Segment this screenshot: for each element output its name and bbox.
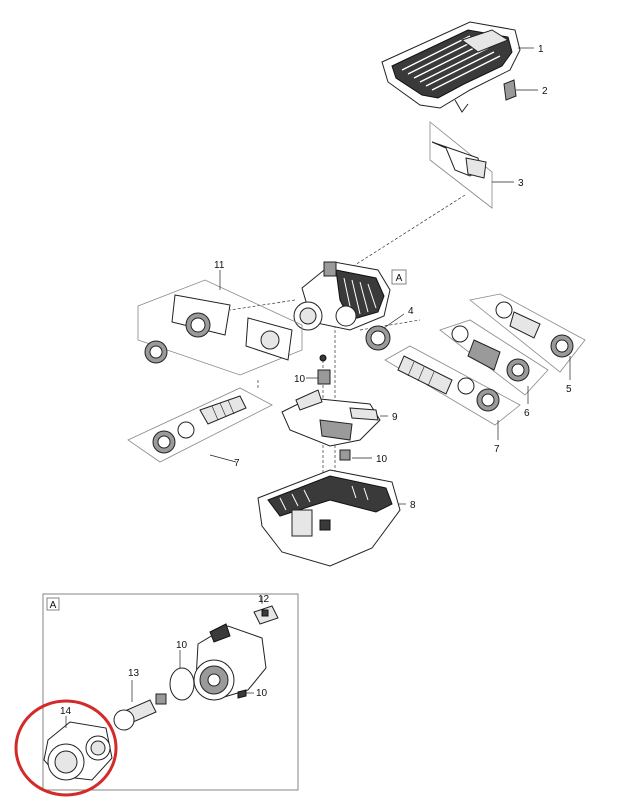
callout-12: 12 xyxy=(258,594,270,605)
detail-marker-label: A xyxy=(396,273,403,284)
part-7-hose-set-left xyxy=(127,387,273,463)
part-3-bracket xyxy=(429,121,493,209)
callout-3: 3 xyxy=(518,178,524,189)
pump-main-unit xyxy=(293,261,391,331)
callout-10-lower: 10 xyxy=(376,454,388,465)
callout-13: 13 xyxy=(128,668,140,679)
callout-10-detail-screw: 10 xyxy=(256,688,268,699)
callout-4: 4 xyxy=(408,306,414,317)
leader-lines xyxy=(209,47,571,505)
callout-10-detail-ring: 10 xyxy=(176,640,188,651)
callout-11: 11 xyxy=(214,260,225,271)
highlight-circle xyxy=(14,699,118,797)
callout-1: 1 xyxy=(538,44,544,55)
callout-7-right: 7 xyxy=(494,444,500,455)
callout-9: 9 xyxy=(392,412,398,423)
detail-view-a: A xyxy=(42,593,299,791)
callout-8: 8 xyxy=(410,500,416,511)
part-4-union-nut xyxy=(365,325,391,351)
detail-callout-numbers: 12 13 10 10 14 xyxy=(60,594,270,717)
part-7-hose-set-right xyxy=(384,345,521,426)
callout-numbers: 1 2 3 4 5 6 7 7 9 10 10 8 11 xyxy=(214,44,572,511)
callout-10-upper: 10 xyxy=(294,374,306,385)
callout-14: 14 xyxy=(60,706,72,717)
callout-6: 6 xyxy=(524,408,530,419)
part-10-fasteners xyxy=(317,354,351,461)
callout-7-left: 7 xyxy=(234,458,240,469)
part-1-cover xyxy=(381,21,521,113)
part-6-hose-set xyxy=(439,319,549,396)
part-9-holder xyxy=(281,389,381,447)
callout-5: 5 xyxy=(566,384,572,395)
part-2-clip xyxy=(503,79,517,101)
detail-frame-label: A xyxy=(50,600,57,611)
callout-2: 2 xyxy=(542,86,548,97)
part-5-hose-set xyxy=(469,293,586,373)
part-8-base-housing xyxy=(257,469,401,567)
part-11-adapter-set xyxy=(137,279,303,376)
detail-marker-a: A xyxy=(391,269,407,285)
